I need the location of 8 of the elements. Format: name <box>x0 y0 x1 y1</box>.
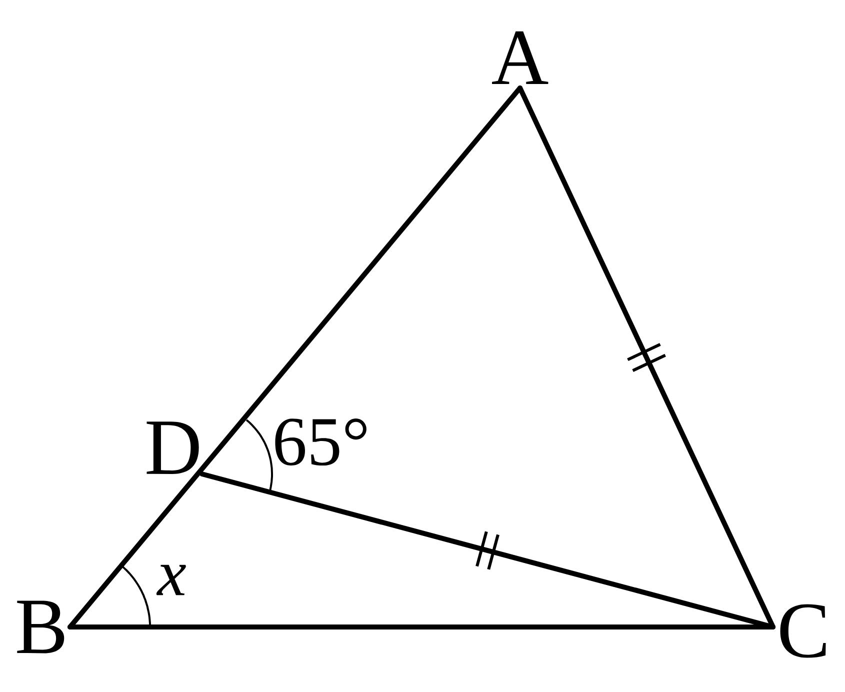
vertex-label: C <box>780 604 826 658</box>
angle-label: x <box>156 564 186 596</box>
vertex-label: D <box>146 422 199 474</box>
triangle-side <box>68 624 776 630</box>
vertex-label: B <box>17 600 64 654</box>
angle-label: 65° <box>275 418 366 466</box>
triangle-side <box>200 472 776 630</box>
vertex-label: A <box>492 31 548 84</box>
